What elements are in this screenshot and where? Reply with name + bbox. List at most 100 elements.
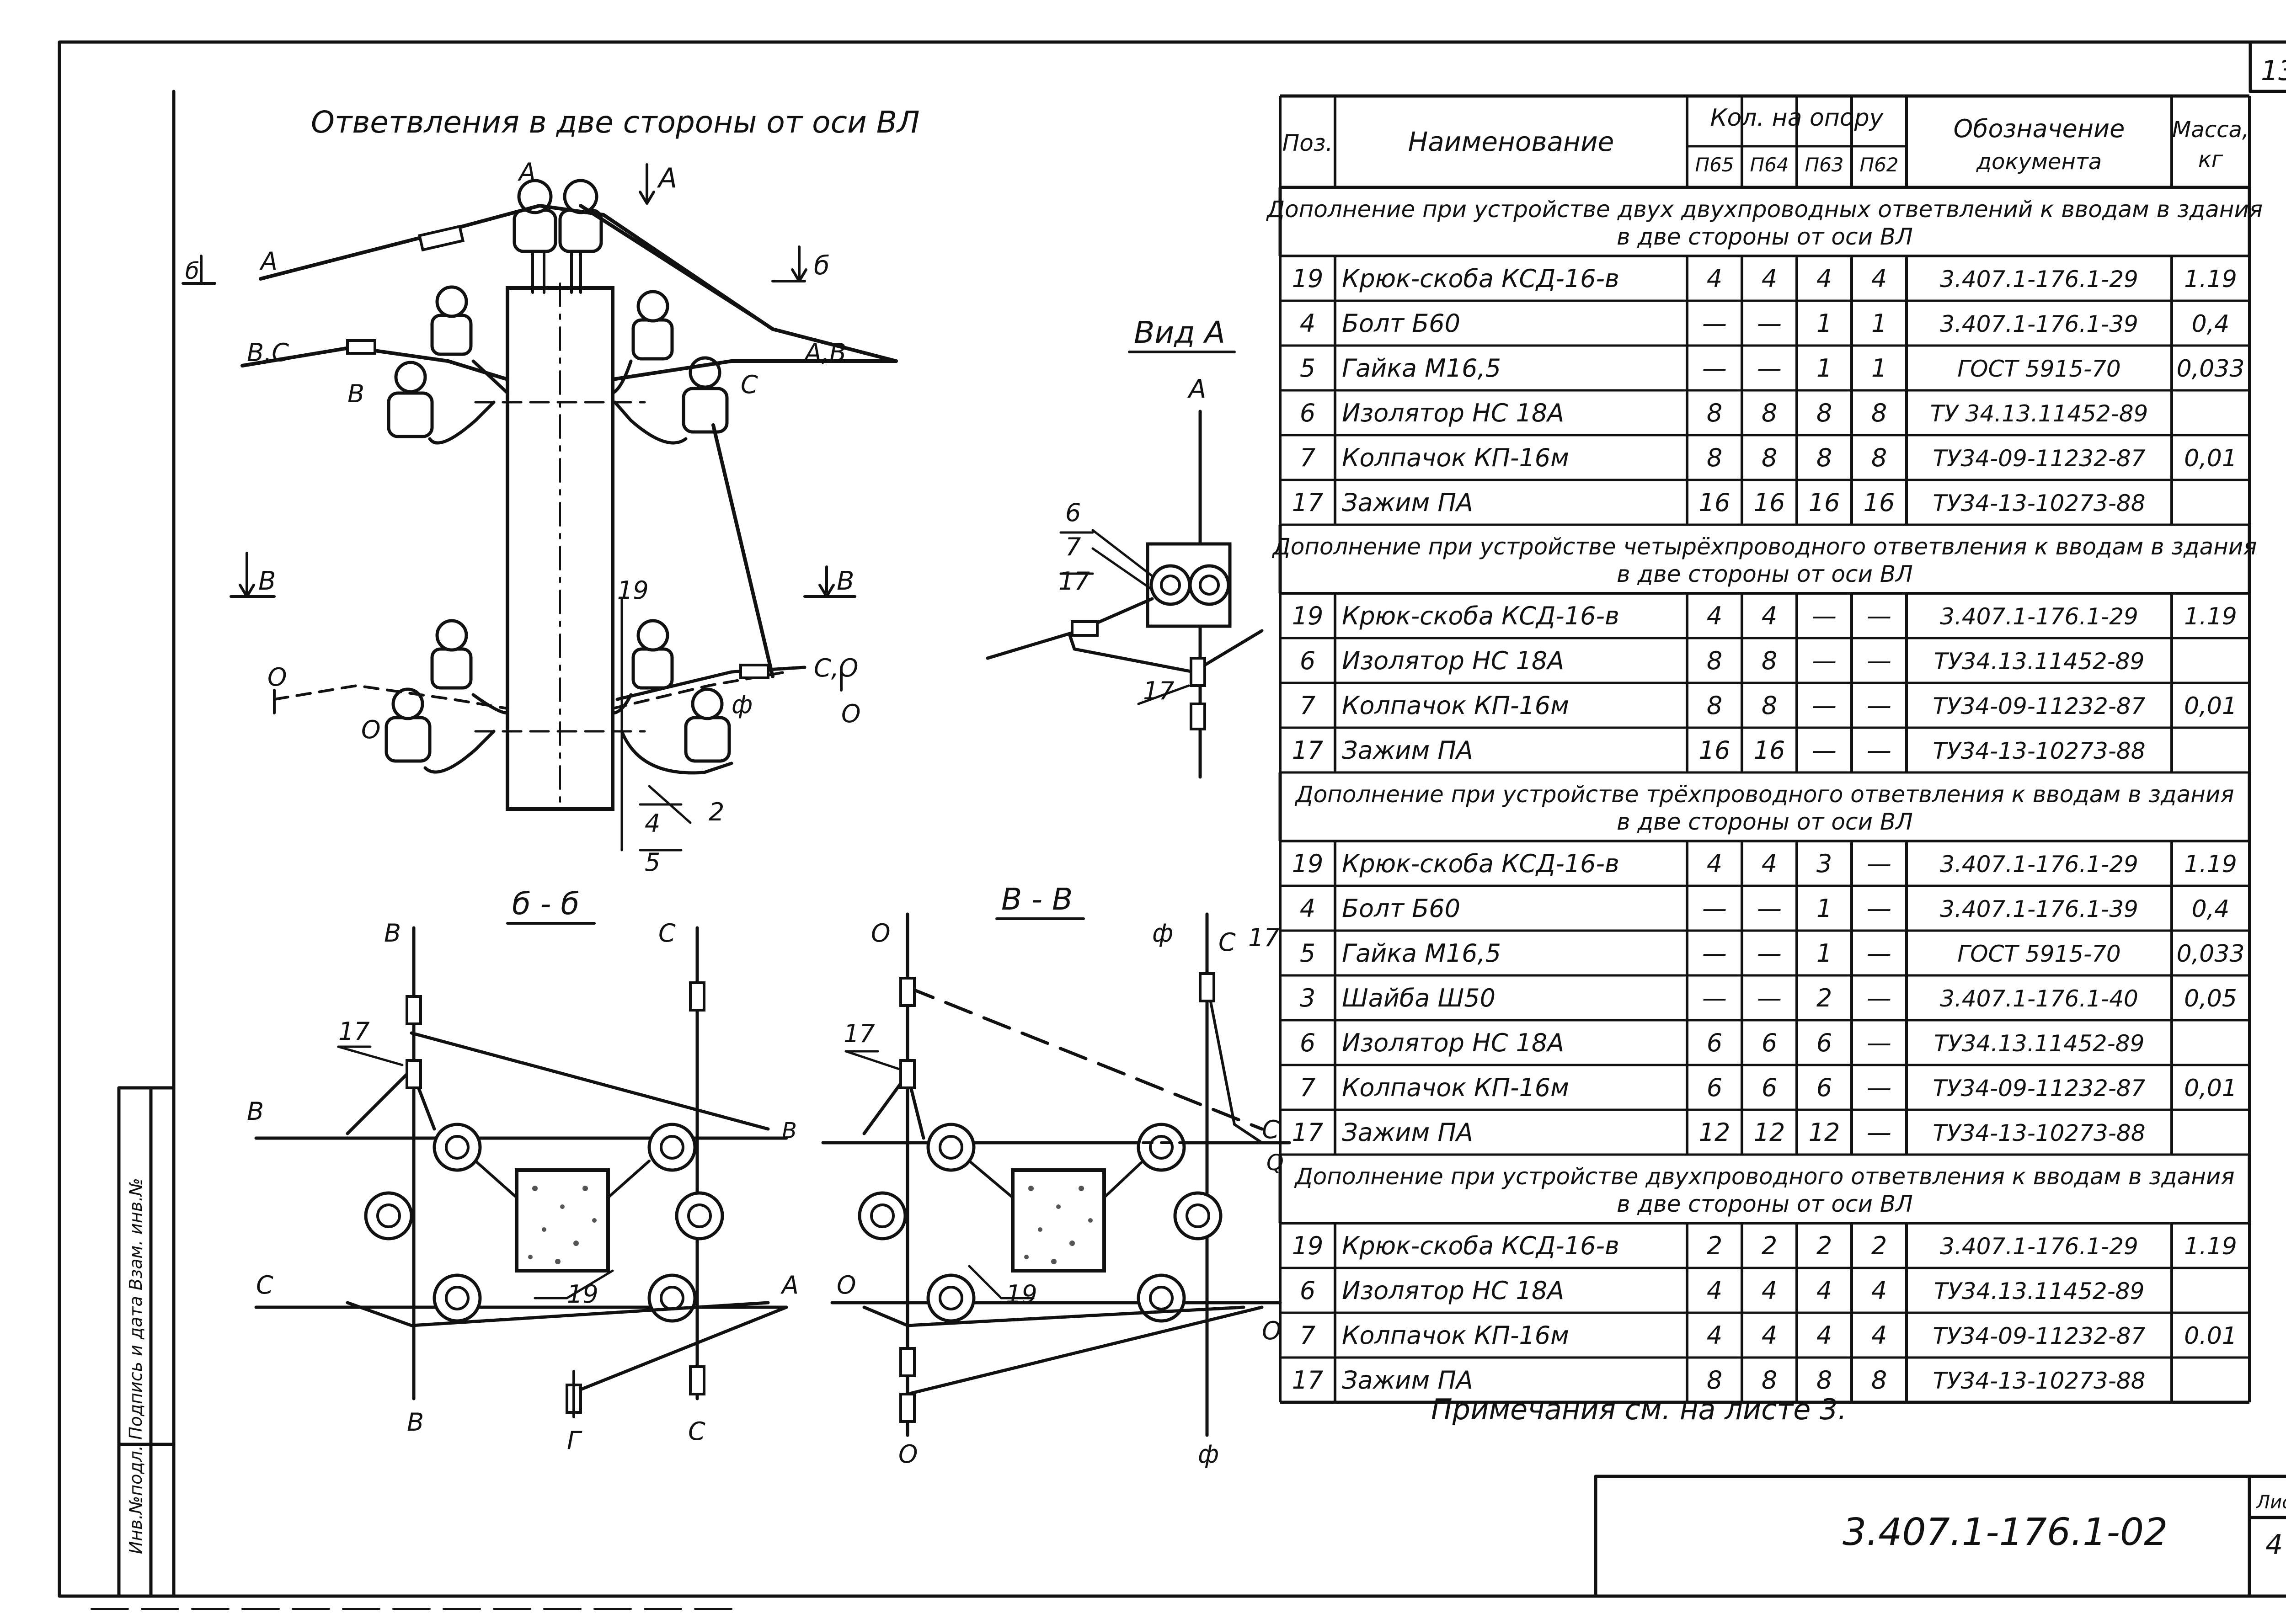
table-cell-name: Крюк-скоба КСД-16-в <box>1342 1231 1619 1260</box>
table-cell-qty: 1 <box>1816 894 1832 923</box>
table-cell-qty: 8 <box>1762 691 1777 720</box>
vv-label-f-top: ф <box>1152 919 1173 948</box>
wire-label-ab: А,В <box>803 338 846 367</box>
table-cell-qty: 4 <box>1816 1321 1832 1350</box>
table-cell-pos: 6 <box>1300 1028 1315 1057</box>
table-header-qty-col: П63 <box>1805 154 1843 176</box>
table-cell-qty: 16 <box>1809 488 1840 517</box>
wire-label-a-left: А <box>259 247 278 276</box>
table-cell-qty: 4 <box>1871 1276 1887 1305</box>
table-cell-qty: — <box>1757 354 1782 383</box>
table-cell-qty: 1 <box>1816 309 1832 338</box>
table-cell-qty: 4 <box>1707 1321 1722 1350</box>
table-cell-name: Шайба Ш50 <box>1342 984 1496 1012</box>
table-cell-pos: 5 <box>1300 354 1315 383</box>
side-stamp: Инв.№подл. Подпись и дата Взам. инв.№ <box>126 1178 146 1554</box>
note-text: Примечания см. на листе 3. <box>1431 1393 1847 1426</box>
bb-label-b-right: В <box>782 1118 797 1144</box>
section-vv-title: В - В <box>1001 882 1073 917</box>
table-cell-name: Зажим ПА <box>1342 488 1473 517</box>
table-cell-qty: 16 <box>1699 736 1731 765</box>
section-arrows <box>182 163 856 598</box>
vv-label-c-top: С <box>1218 928 1236 957</box>
table-section-title-2: в две стороны от оси ВЛ <box>1617 1191 1913 1217</box>
arrow-b-label-left: б <box>185 258 199 284</box>
view-a-callout-17b: 17 <box>1143 676 1175 705</box>
table-section-title: Дополнение при устройстве трёхпроводного… <box>1295 781 2234 808</box>
table-cell-name: Изолятор НС 18А <box>1342 1276 1564 1305</box>
pole-elevation <box>240 179 898 852</box>
section-bb-plan <box>254 926 788 1418</box>
table-cell-pos: 19 <box>1292 849 1324 878</box>
table-cell-qty: 12 <box>1754 1118 1785 1147</box>
table-cell-qty: 12 <box>1809 1118 1840 1147</box>
table-cell-qty: — <box>1702 309 1727 338</box>
table-cell-designation: ТУ34-13-10273-88 <box>1933 490 2145 516</box>
arrow-b-label: б <box>814 251 830 281</box>
table-cell-pos: 17 <box>1292 1118 1324 1147</box>
table-cell-qty: — <box>1757 984 1782 1012</box>
table-cell-pos: 7 <box>1300 1321 1315 1350</box>
table-cell-designation: ТУ34-09-11232-87 <box>1933 1323 2145 1349</box>
bb-label-c-left: С <box>256 1271 273 1299</box>
table-cell-qty: 8 <box>1707 646 1722 675</box>
table-cell-pos: 19 <box>1292 264 1324 293</box>
table-cell-name: Колпачок КП-16м <box>1342 691 1569 720</box>
insulator-top-left <box>513 179 557 253</box>
table-cell-designation: ТУ34.13.11452-89 <box>1934 648 2145 675</box>
table-cell-qty: — <box>1702 939 1727 968</box>
insulator-lower-left-2 <box>385 687 432 763</box>
table-cell-pos: 17 <box>1292 1366 1324 1395</box>
table-cell-designation: ТУ34-09-11232-87 <box>1933 1075 2145 1102</box>
table-cell-qty: 6 <box>1707 1028 1722 1057</box>
table-cell-qty: — <box>1867 1118 1891 1147</box>
table-header-mass-unit: кг <box>2198 147 2223 172</box>
bb-label-b-top: В <box>384 919 401 948</box>
table-cell-qty: 8 <box>1871 399 1887 427</box>
table-cell-designation: ГОСТ 5915-70 <box>1957 941 2120 967</box>
table-cell-name: Колпачок КП-16м <box>1342 1073 1569 1102</box>
table-cell-qty: 6 <box>1816 1028 1832 1057</box>
table-cell-pos: 7 <box>1300 1073 1315 1102</box>
table-cell-qty: 8 <box>1816 443 1832 472</box>
view-a-title: Вид А <box>1134 315 1225 350</box>
table-cell-qty: — <box>1757 939 1782 968</box>
table-cell-qty: — <box>1702 354 1727 383</box>
view-a-callout-6: 6 <box>1065 498 1081 527</box>
table-cell-name: Колпачок КП-16м <box>1342 1321 1569 1350</box>
table-cell-qty: 1 <box>1871 309 1887 338</box>
table-cell-qty: — <box>1757 309 1782 338</box>
table-header-qty-col: П64 <box>1750 154 1789 176</box>
vv-label-f-bottom: ф <box>1198 1440 1219 1469</box>
table-header-designation-2: документа <box>1976 149 2102 175</box>
table-cell-qty: 8 <box>1707 399 1722 427</box>
callout-19: 19 <box>617 576 649 605</box>
insulator-upper-right-1 <box>631 290 674 361</box>
table-cell-mass: 0,4 <box>2192 895 2230 923</box>
bb-label-c-bottom: С <box>688 1417 705 1446</box>
wire-label-co: С,О <box>814 654 858 682</box>
wire-label-bc: В,С <box>247 338 289 367</box>
table-cell-name: Болт Б60 <box>1342 309 1460 338</box>
insulator-upper-left-1 <box>430 285 473 356</box>
table-cell-qty: — <box>1867 602 1891 630</box>
section-vv-insulators <box>858 1123 1223 1323</box>
table-cell-pos: 17 <box>1292 488 1324 517</box>
view-a-detail <box>986 410 1264 779</box>
table-cell-qty: — <box>1867 984 1891 1012</box>
table-cell-pos: 19 <box>1292 1231 1324 1260</box>
table-cell-name: Крюк-скоба КСД-16-в <box>1342 849 1619 878</box>
table-cell-qty: — <box>1757 894 1782 923</box>
table-cell-name: Зажим ПА <box>1342 1118 1473 1147</box>
table-cell-pos: 4 <box>1300 894 1315 923</box>
table-cell-qty: 8 <box>1707 1366 1722 1395</box>
table-cell-designation: ТУ34.13.11452-89 <box>1934 1030 2145 1057</box>
table-cell-pos: 6 <box>1300 646 1315 675</box>
table-cell-qty: 2 <box>1707 1231 1722 1260</box>
bb-label-c-top: С <box>658 919 676 948</box>
table-cell-qty: — <box>1867 736 1891 765</box>
table-cell-qty: 4 <box>1762 849 1777 878</box>
table-cell-qty: 8 <box>1871 443 1887 472</box>
insulator-lower-left-1 <box>430 619 473 690</box>
table-cell-qty: 6 <box>1707 1073 1722 1102</box>
